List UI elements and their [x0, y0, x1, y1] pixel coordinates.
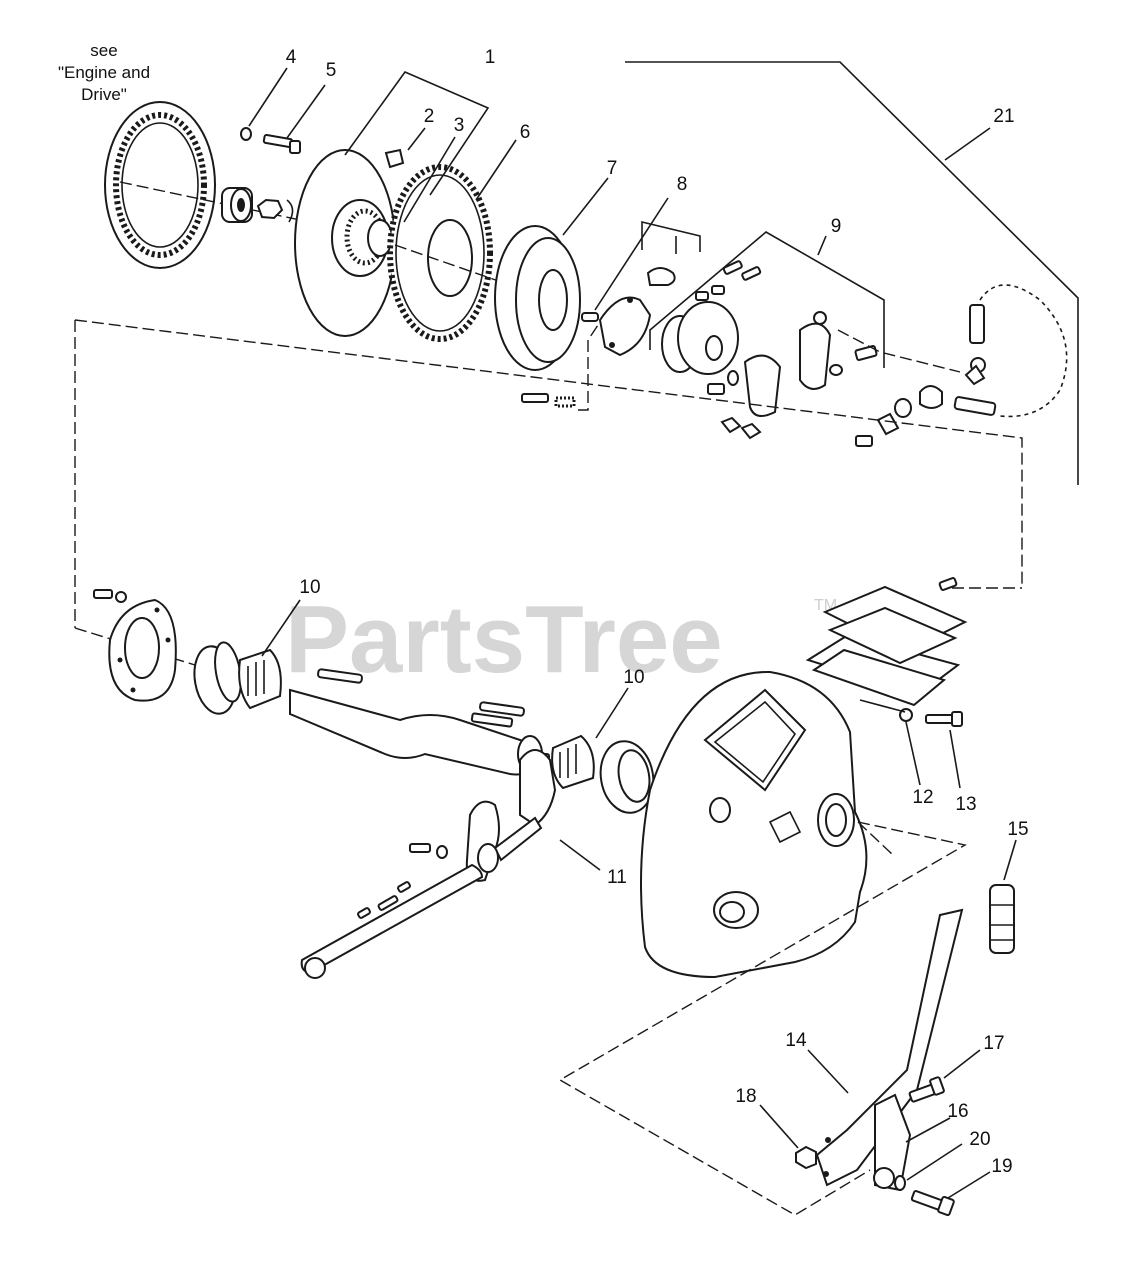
- callout-10-right: 10: [623, 667, 644, 688]
- leader-8: [594, 197, 669, 311]
- dashed-box-top: [74, 319, 1023, 588]
- dashed-box-lower-inner: [857, 821, 894, 856]
- flange-plate: [108, 598, 177, 702]
- callout-3: 3: [454, 115, 465, 136]
- leader-17: [943, 1049, 981, 1079]
- leader-12: [905, 721, 921, 786]
- shift-rod: [300, 863, 484, 979]
- callout-10-left: 10: [299, 577, 320, 598]
- plug-15: [989, 884, 1015, 954]
- bearing-cup-right: [599, 740, 655, 814]
- cover-gasket: [805, 585, 968, 707]
- leader-6: [475, 139, 517, 201]
- callout-17: 17: [983, 1033, 1004, 1054]
- note-line-2: "Engine and: [58, 63, 150, 82]
- callout-13: 13: [955, 794, 976, 815]
- callout-2: 2: [424, 106, 435, 127]
- callout-8: 8: [677, 174, 688, 195]
- bracket-1: [344, 71, 490, 196]
- leader-18: [759, 1104, 799, 1149]
- washer-20: [894, 1175, 906, 1191]
- leader-15: [1003, 839, 1017, 881]
- callout-9: 9: [831, 216, 842, 237]
- leader-14: [807, 1049, 849, 1094]
- leader-2: [407, 127, 426, 151]
- half-clamp-9a: [743, 354, 782, 417]
- leader-20: [906, 1143, 963, 1181]
- callout-21: 21: [993, 106, 1014, 127]
- callout-5: 5: [326, 60, 337, 81]
- flange-screw: [93, 589, 127, 603]
- leader-13: [949, 729, 961, 789]
- bolt-with-spring: [521, 393, 576, 408]
- bolt-17: [908, 1076, 945, 1103]
- leader-3: [403, 136, 456, 223]
- pin: [581, 312, 599, 322]
- key-2: [384, 148, 405, 169]
- callout-18: 18: [735, 1086, 756, 1107]
- assembly-line-12: [859, 699, 906, 713]
- bearing-cup: [193, 641, 242, 715]
- lever-bracket-16: [873, 1093, 912, 1192]
- callout-7: 7: [607, 158, 618, 179]
- elbow-fitting: [855, 385, 943, 447]
- shift-lever-14: [815, 908, 964, 1187]
- transmission-housing: [640, 670, 868, 979]
- bearing-cone-10-right: [551, 734, 595, 790]
- leader-7: [562, 177, 609, 236]
- leader-16: [905, 1117, 951, 1143]
- clutch-disc-1: [294, 149, 396, 337]
- leader-19: [947, 1171, 991, 1199]
- callout-19: 19: [991, 1156, 1012, 1177]
- callout-4: 4: [286, 47, 297, 68]
- leader-10-left: [261, 599, 301, 657]
- callout-12: 12: [912, 787, 933, 808]
- small-hardware-9: [695, 260, 878, 440]
- hub-9: [661, 301, 739, 375]
- callout-16: 16: [947, 1101, 968, 1122]
- callout-11: 11: [607, 867, 627, 888]
- bolt-5: [262, 133, 301, 154]
- leader-9: [817, 235, 827, 256]
- note-line-3: Drive": [81, 85, 127, 104]
- pressure-plate-7: [494, 225, 581, 371]
- dashed-box-lower: [558, 821, 967, 1216]
- leader-21: [944, 127, 991, 161]
- bolt-13: [925, 711, 963, 727]
- bearing-cone-10-left: [238, 648, 282, 710]
- shift-fork-11: [465, 749, 557, 882]
- leader-10-right: [595, 687, 629, 739]
- bolt-19: [910, 1190, 955, 1217]
- dashed-guide-9: [837, 329, 961, 373]
- bracket-8: [641, 220, 701, 252]
- sprocket-6: [387, 164, 493, 342]
- note-line-1: see: [90, 41, 117, 60]
- ring-gear: [104, 101, 216, 269]
- callout-14: 14: [785, 1030, 807, 1051]
- yoke-8: [598, 296, 652, 357]
- bearing: [221, 187, 253, 223]
- grease-hose-21: [953, 284, 1068, 418]
- bracket-21: [625, 61, 1079, 485]
- washer-4: [240, 127, 252, 141]
- bracket-9: [649, 231, 885, 368]
- center-line-2: [394, 244, 511, 286]
- snap-ring: [286, 199, 294, 223]
- callout-6: 6: [520, 122, 531, 143]
- shift-fork-screw: [409, 843, 448, 859]
- half-clamp-9b: [799, 322, 832, 390]
- callout-15: 15: [1007, 819, 1028, 840]
- leader-11: [559, 839, 601, 871]
- clip-8: [646, 267, 676, 286]
- leader-5: [286, 84, 326, 139]
- nut: [256, 198, 284, 220]
- cover-screw: [938, 577, 958, 591]
- nut-18: [795, 1145, 817, 1170]
- leader-4: [248, 67, 288, 127]
- callout-1: 1: [485, 47, 496, 68]
- dashed-guide-8: [578, 321, 601, 411]
- callout-20: 20: [969, 1129, 990, 1150]
